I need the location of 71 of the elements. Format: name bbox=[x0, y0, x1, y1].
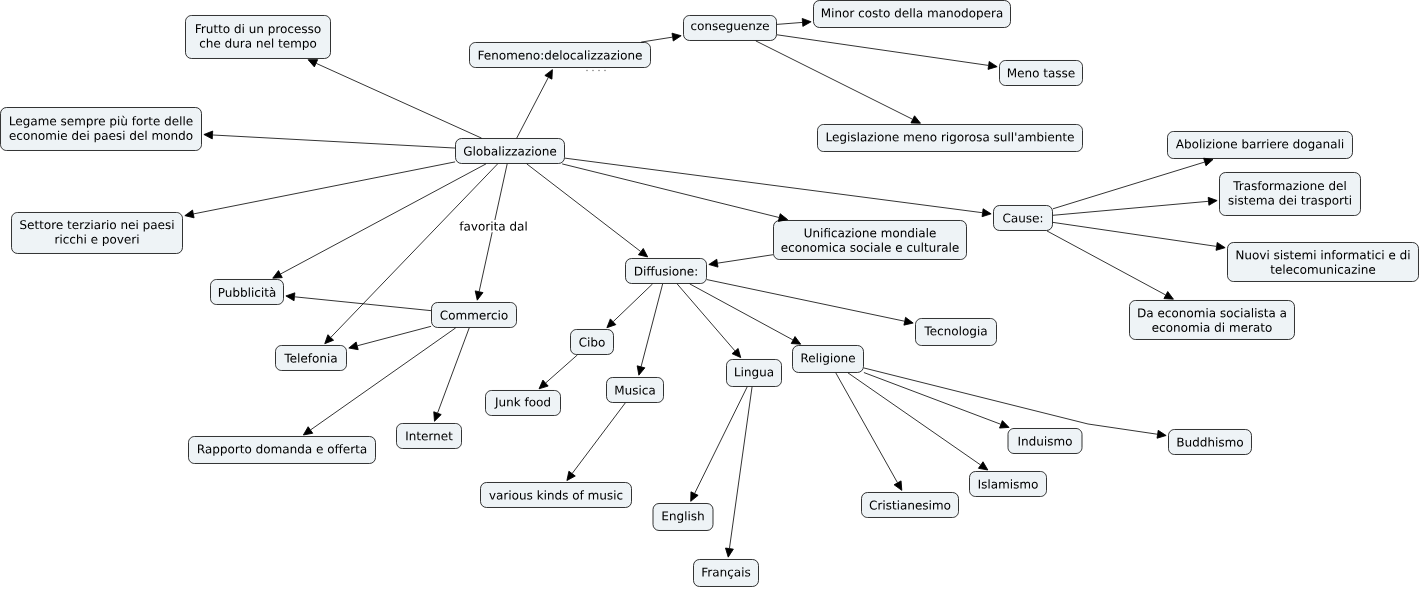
arrow bbox=[285, 292, 432, 312]
concept-box: English bbox=[652, 503, 714, 531]
arrow bbox=[863, 372, 1010, 429]
arrow bbox=[324, 163, 499, 345]
arrow bbox=[561, 163, 789, 222]
concept-box: Legame sempre più forte delle economie dei paesi del mondo bbox=[0, 107, 202, 151]
arrow bbox=[725, 386, 753, 558]
concept-box: Abolizione barriere doganali bbox=[1167, 131, 1353, 159]
concept-box: Français bbox=[693, 559, 759, 587]
concept-box: Settore terziario nei paesi ricchi e poveri bbox=[11, 212, 183, 254]
concept-box: Junk food bbox=[485, 390, 561, 416]
arrow bbox=[863, 367, 1167, 439]
concept-box: Religione bbox=[792, 345, 864, 373]
arrow bbox=[348, 325, 432, 351]
arrow bbox=[1052, 196, 1218, 216]
arrow bbox=[1046, 230, 1174, 300]
concept-box: Lingua bbox=[726, 359, 782, 387]
arrow bbox=[272, 163, 487, 279]
concept-box: Musica bbox=[606, 377, 664, 403]
concept-box: various kinds of music bbox=[480, 482, 632, 508]
concept-box: conseguenze bbox=[683, 15, 777, 41]
concept-box: Commercio bbox=[431, 302, 517, 328]
concept-box: Cause: bbox=[993, 205, 1053, 231]
concept-box: Cibo bbox=[570, 329, 614, 355]
arrow bbox=[474, 163, 508, 301]
arrow bbox=[708, 254, 774, 268]
concept-box: Legislazione meno rigorosa sull'ambiente bbox=[817, 124, 1083, 152]
arrow bbox=[776, 18, 812, 27]
concept-box: Diffusione: bbox=[625, 258, 707, 284]
concept-box: Induismo bbox=[1007, 428, 1083, 454]
concept-box: Trasformazione del sistema dei trasporti bbox=[1219, 172, 1361, 216]
arrow bbox=[640, 32, 682, 43]
arrow bbox=[538, 354, 578, 390]
concept-box: Cristianesimo bbox=[861, 492, 959, 518]
arrow bbox=[184, 161, 456, 219]
arrow bbox=[203, 130, 456, 149]
concept-box: Rapporto domanda e offerta bbox=[188, 436, 376, 464]
arrow bbox=[835, 372, 903, 491]
arrow bbox=[676, 283, 742, 358]
arrow bbox=[516, 69, 553, 139]
arrow bbox=[606, 283, 653, 329]
arrow bbox=[1052, 222, 1226, 251]
arrow bbox=[307, 59, 482, 139]
arrow bbox=[433, 327, 470, 422]
arrow bbox=[636, 283, 664, 376]
concept-box: Pubblicità bbox=[210, 279, 284, 305]
concept-box: Islamismo bbox=[969, 471, 1047, 497]
concept-box: Minor costo della manodopera bbox=[813, 0, 1011, 28]
arrow bbox=[755, 40, 921, 124]
arrow bbox=[847, 372, 989, 471]
edge-label: favorita dal bbox=[457, 219, 530, 233]
arrow bbox=[566, 402, 626, 481]
concept-box: Frutto di un processo che dura nel tempo bbox=[185, 15, 331, 59]
concept-box: Globalizzazione bbox=[455, 138, 565, 164]
arrow bbox=[776, 34, 998, 70]
concept-box: Nuovi sistemi informatici e di telecomunicazine bbox=[1227, 242, 1419, 282]
concept-box: Fenomeno:delocalizzazione bbox=[469, 42, 651, 68]
arrow bbox=[303, 327, 457, 436]
concept-box: Tecnologia bbox=[915, 318, 997, 346]
arrow bbox=[1052, 157, 1214, 210]
concept-box: Internet bbox=[396, 423, 462, 449]
concept-box: Unificazione mondiale economica sociale e culturale bbox=[773, 220, 967, 260]
arrow bbox=[526, 163, 649, 258]
arrow bbox=[690, 386, 748, 502]
arrow bbox=[706, 279, 914, 326]
concept-box: Da economia socialista a economia di merato bbox=[1129, 300, 1295, 340]
concept-box: Buddhismo bbox=[1168, 429, 1252, 455]
arrow bbox=[689, 283, 802, 345]
arrow bbox=[564, 157, 992, 218]
concept-box: Telefonia bbox=[275, 345, 347, 371]
concept-box: Meno tasse bbox=[999, 60, 1083, 86]
